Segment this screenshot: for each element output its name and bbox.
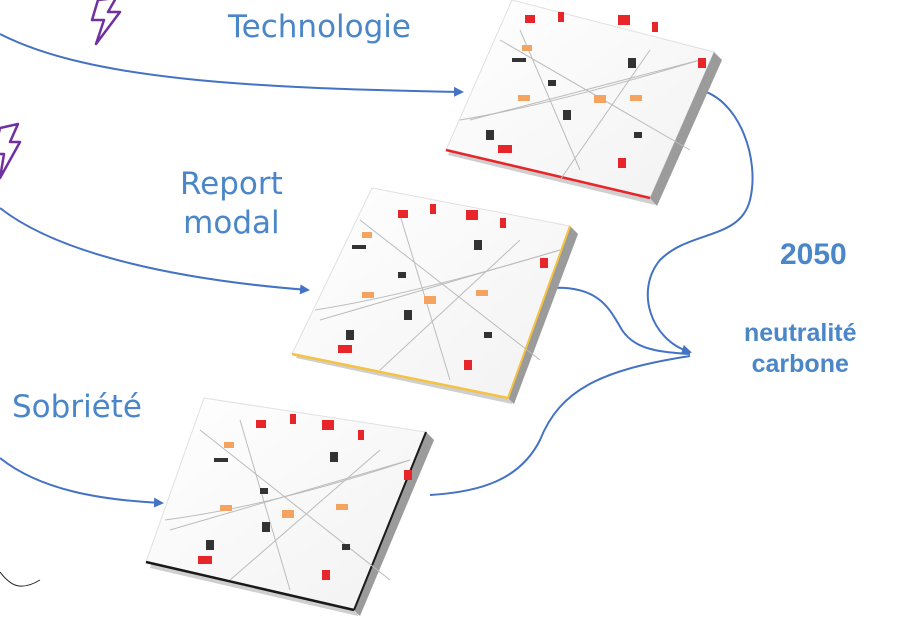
fuel-pump-icon xyxy=(404,310,412,320)
factory-icon xyxy=(618,15,630,25)
pylon-icon xyxy=(500,218,506,228)
lightning-icon xyxy=(0,122,22,180)
scenario-label-sobriete: Sobriété xyxy=(12,388,142,427)
tile-icons xyxy=(486,12,706,168)
scenario-tile-report-modal xyxy=(291,187,578,404)
tile-icons xyxy=(338,204,548,370)
pylon-icon xyxy=(430,204,436,214)
scenario-label-line: Report xyxy=(180,166,283,202)
factory-icon xyxy=(322,420,334,430)
building-icon xyxy=(498,145,512,153)
bike-icon xyxy=(342,544,350,550)
goal-text: neutralité carbone xyxy=(744,318,857,381)
train-icon xyxy=(262,522,270,532)
car-icon xyxy=(518,95,530,101)
fuel-pump-icon xyxy=(540,258,548,268)
scenario-label-technologie: Technologie xyxy=(228,8,411,47)
ship-icon xyxy=(512,58,526,62)
car-icon xyxy=(630,95,642,101)
bike-icon xyxy=(398,272,406,278)
stray-stroke xyxy=(0,571,41,587)
car-icon xyxy=(476,290,488,296)
fuel-pump-icon xyxy=(628,58,636,68)
ship-icon xyxy=(352,245,366,249)
plane-icon xyxy=(362,232,372,238)
scenario-label-report-modal: Report modal xyxy=(180,165,283,243)
lightning-icon xyxy=(90,0,122,46)
car-icon xyxy=(336,504,348,510)
arrow-technologie-to-goal xyxy=(646,89,754,355)
train-icon xyxy=(563,110,571,120)
wind-turbine-icon xyxy=(256,420,266,428)
pylon-icon xyxy=(652,22,658,32)
pylon-icon xyxy=(358,430,364,440)
truck-icon xyxy=(282,510,294,518)
fuel-pump-icon xyxy=(404,470,412,480)
fuel-pump-icon xyxy=(322,570,330,580)
pylon-icon xyxy=(558,12,564,22)
goal-year: 2050 xyxy=(780,238,847,271)
truck-icon xyxy=(424,296,436,304)
goal-line-2: carbone xyxy=(751,350,849,379)
arrow-to-technologie xyxy=(0,33,464,97)
pylon-icon xyxy=(290,414,296,424)
crane-icon xyxy=(206,540,214,550)
wind-turbine-icon xyxy=(525,15,535,23)
arrow-to-sobriete xyxy=(0,457,164,508)
wind-turbine-icon xyxy=(398,210,408,218)
plane-icon xyxy=(522,45,532,51)
car-icon xyxy=(362,292,374,298)
bike-icon xyxy=(634,132,642,138)
arrow-sobriete-to-goal xyxy=(429,355,691,496)
fuel-pump-icon xyxy=(698,58,706,68)
fuel-pump-icon xyxy=(464,360,472,370)
bike-icon xyxy=(260,488,268,494)
bike-icon xyxy=(484,332,492,338)
building-icon xyxy=(338,345,352,353)
scenario-label-line: Technologie xyxy=(228,9,411,45)
train-icon xyxy=(474,240,482,250)
factory-icon xyxy=(466,210,478,220)
bike-icon xyxy=(548,80,556,86)
scenario-tile-technologie xyxy=(445,0,722,206)
crane-icon xyxy=(346,330,354,340)
arrow-to-report-modal xyxy=(0,207,310,295)
ship-icon xyxy=(214,458,228,462)
arrow-report-to-goal xyxy=(549,286,691,355)
fuel-pump-icon xyxy=(330,452,338,462)
fuel-pump-icon xyxy=(618,158,626,168)
plane-icon xyxy=(224,442,234,448)
tile-icons xyxy=(198,414,412,580)
goal-line-1: neutralité xyxy=(744,319,857,347)
building-icon xyxy=(198,556,212,564)
truck-icon xyxy=(594,95,606,103)
scenario-label-line: Sobriété xyxy=(12,389,142,425)
scenario-tile-sobriete xyxy=(145,397,434,616)
scenario-label-line: modal xyxy=(183,204,280,241)
crane-icon xyxy=(486,130,494,140)
car-icon xyxy=(220,505,232,511)
